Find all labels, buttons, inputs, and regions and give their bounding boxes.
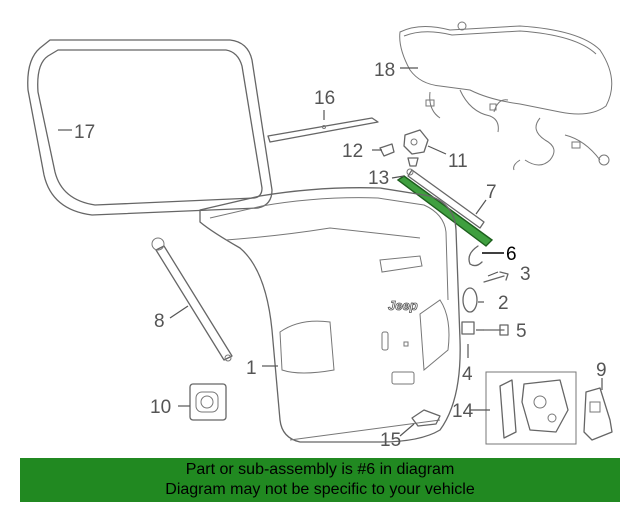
callout-5: 5 (516, 321, 527, 342)
callout-6: 6 (506, 244, 517, 265)
callout-2: 2 (498, 293, 509, 314)
leader-lines (58, 67, 603, 437)
callout-14: 14 (452, 401, 474, 422)
liftgate-part-1 (199, 187, 461, 443)
clip-part-13 (407, 157, 419, 167)
banner-line-1: Part or sub-assembly is #6 in diagram (185, 461, 455, 478)
brand-badge: Jeep (388, 298, 418, 313)
callout-4: 4 (462, 364, 473, 385)
callout-8: 8 (154, 311, 165, 332)
striker-part-15 (411, 409, 441, 427)
bolt-part-12 (379, 143, 395, 157)
callout-13: 13 (368, 168, 389, 189)
screw-part-5 (483, 324, 509, 336)
callout-9: 9 (596, 360, 607, 381)
strut-part-8 (151, 237, 233, 362)
weatherstrip-part-17 (27, 39, 273, 216)
switch-part-10 (189, 383, 227, 421)
callout-12: 12 (342, 141, 363, 162)
latch-part-14 (485, 371, 577, 445)
molding-part-16 (267, 117, 379, 143)
callout-1: 1 (246, 358, 257, 379)
callout-10: 10 (150, 397, 171, 418)
callout-7: 7 (486, 182, 497, 203)
strut-part-6 (396, 175, 494, 267)
callout-17: 17 (74, 122, 95, 143)
info-banner: Part or sub-assembly is #6 in diagram Di… (20, 458, 620, 502)
callout-15: 15 (380, 430, 401, 451)
banner-line-2: Diagram may not be specific to your vehi… (165, 481, 475, 498)
bumper-part-4 (461, 321, 475, 335)
callout-11: 11 (448, 151, 468, 172)
strut-part-7 (406, 168, 485, 229)
release-part-9 (583, 387, 613, 441)
hinge-part-11 (403, 129, 429, 155)
cover-part-2 (462, 287, 478, 313)
parts-diagram: Jeep (27, 21, 613, 451)
callout-16: 16 (314, 88, 335, 109)
bolt-part-3 (483, 271, 509, 283)
callout-3: 3 (520, 264, 531, 285)
wiring-harness-part-18 (399, 21, 613, 171)
callout-18: 18 (374, 60, 395, 81)
